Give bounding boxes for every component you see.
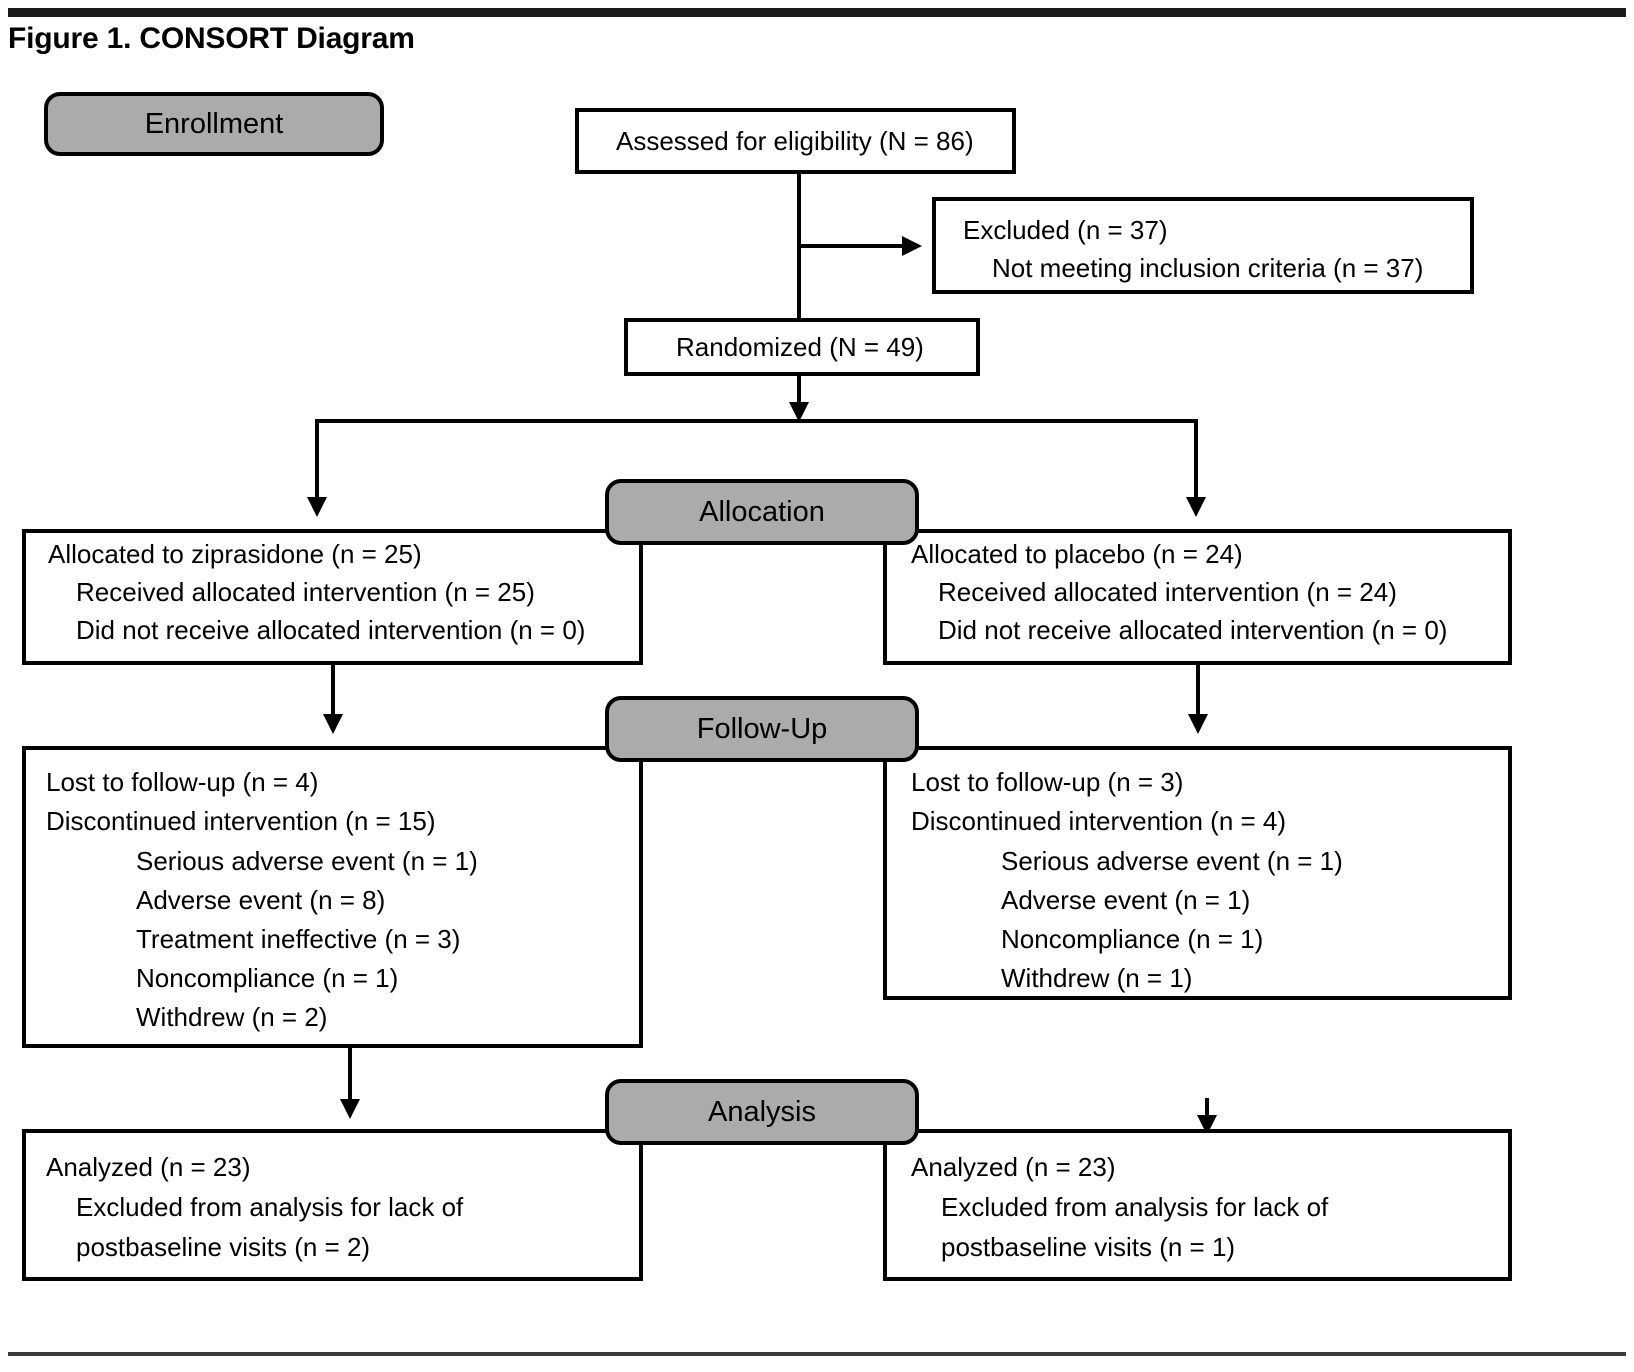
allocation-left-line3: Did not receive allocated intervention (… [76, 615, 585, 645]
figure-title: Figure 1. CONSORT Diagram [8, 22, 415, 55]
excluded-box-title: Excluded (n = 37) [963, 215, 1168, 245]
followup-left-reason-3: Noncompliance (n = 1) [136, 963, 398, 993]
analysis-left-excluded-line1: Excluded from analysis for lack of [76, 1192, 464, 1222]
randomized-box-label: Randomized (N = 49) [676, 332, 924, 362]
enrollment-badge-rect [44, 92, 384, 156]
analysis-left-box: Analyzed (n = 23) Excluded from analysis… [22, 1129, 643, 1281]
allocation-left-line1: Allocated to ziprasidone (n = 25) [48, 539, 422, 569]
allocation-left-rect [22, 529, 643, 665]
allocation-right-line3: Did not receive allocated intervention (… [938, 615, 1447, 645]
assessed-box: Assessed for eligibility (N = 86) [575, 108, 1016, 174]
followup-badge-rect [605, 696, 919, 762]
allocation-left-line2: Received allocated intervention (n = 25) [76, 577, 535, 607]
followup-left-discontinued: Discontinued intervention (n = 15) [46, 806, 436, 836]
allocation-badge-rect [605, 479, 919, 545]
allocation-right-line1: Allocated to placebo (n = 24) [911, 539, 1243, 569]
allocation-stage-badge: Allocation [605, 479, 919, 545]
followup-right-reason-0: Serious adverse event (n = 1) [1001, 846, 1343, 876]
bottom-rule [8, 1352, 1626, 1356]
enrollment-badge-label: Enrollment [145, 108, 284, 140]
excluded-box-rect [932, 197, 1474, 294]
analysis-left-analyzed: Analyzed (n = 23) [46, 1152, 251, 1182]
randomized-box: Randomized (N = 49) [624, 318, 980, 376]
allocation-right-rect [883, 529, 1512, 665]
randomized-box-rect [624, 318, 980, 376]
followup-right-reason-2: Noncompliance (n = 1) [1001, 924, 1263, 954]
followup-right-discontinued: Discontinued intervention (n = 4) [911, 806, 1286, 836]
allocation-badge-label: Allocation [699, 496, 825, 528]
followup-stage-badge: Follow-Up [605, 696, 919, 762]
analysis-right-box: Analyzed (n = 23) Excluded from analysis… [883, 1129, 1512, 1281]
followup-left-reason-2: Treatment ineffective (n = 3) [136, 924, 460, 954]
excluded-box: Excluded (n = 37) Not meeting inclusion … [932, 197, 1474, 294]
assessed-box-rect [575, 108, 1016, 174]
followup-right-lost: Lost to follow-up (n = 3) [911, 767, 1183, 797]
top-rule [8, 8, 1626, 17]
analysis-stage-badge: Analysis [605, 1079, 919, 1145]
followup-left-box: Lost to follow-up (n = 4) Discontinued i… [22, 746, 643, 1048]
analysis-left-rect [22, 1129, 643, 1281]
followup-right-reason-1: Adverse event (n = 1) [1001, 885, 1250, 915]
followup-right-box: Lost to follow-up (n = 3) Discontinued i… [883, 746, 1512, 1000]
followup-left-reason-0: Serious adverse event (n = 1) [136, 846, 478, 876]
followup-left-rect [22, 746, 643, 1048]
allocation-right-box: Allocated to placebo (n = 24) Received a… [883, 529, 1512, 665]
enrollment-stage-badge: Enrollment [44, 92, 384, 156]
analysis-badge-rect [605, 1079, 919, 1145]
allocation-left-box: Allocated to ziprasidone (n = 25) Receiv… [22, 529, 643, 665]
analysis-right-excluded-line2: postbaseline visits (n = 1) [941, 1232, 1235, 1262]
followup-left-reason-1: Adverse event (n = 8) [136, 885, 385, 915]
analysis-right-rect [883, 1129, 1512, 1281]
analysis-right-excluded-line1: Excluded from analysis for lack of [941, 1192, 1329, 1222]
followup-left-reason-4: Withdrew (n = 2) [136, 1002, 327, 1032]
followup-badge-label: Follow-Up [697, 713, 828, 745]
followup-left-lost: Lost to follow-up (n = 4) [46, 767, 318, 797]
assessed-box-label: Assessed for eligibility (N = 86) [616, 126, 974, 156]
analysis-left-excluded-line2: postbaseline visits (n = 2) [76, 1232, 370, 1262]
analysis-right-analyzed: Analyzed (n = 23) [911, 1152, 1116, 1182]
allocation-right-line2: Received allocated intervention (n = 24) [938, 577, 1397, 607]
excluded-box-reason: Not meeting inclusion criteria (n = 37) [992, 253, 1423, 283]
analysis-badge-label: Analysis [708, 1096, 816, 1128]
followup-right-rect [883, 746, 1512, 1000]
followup-right-reason-3: Withdrew (n = 1) [1001, 963, 1192, 993]
